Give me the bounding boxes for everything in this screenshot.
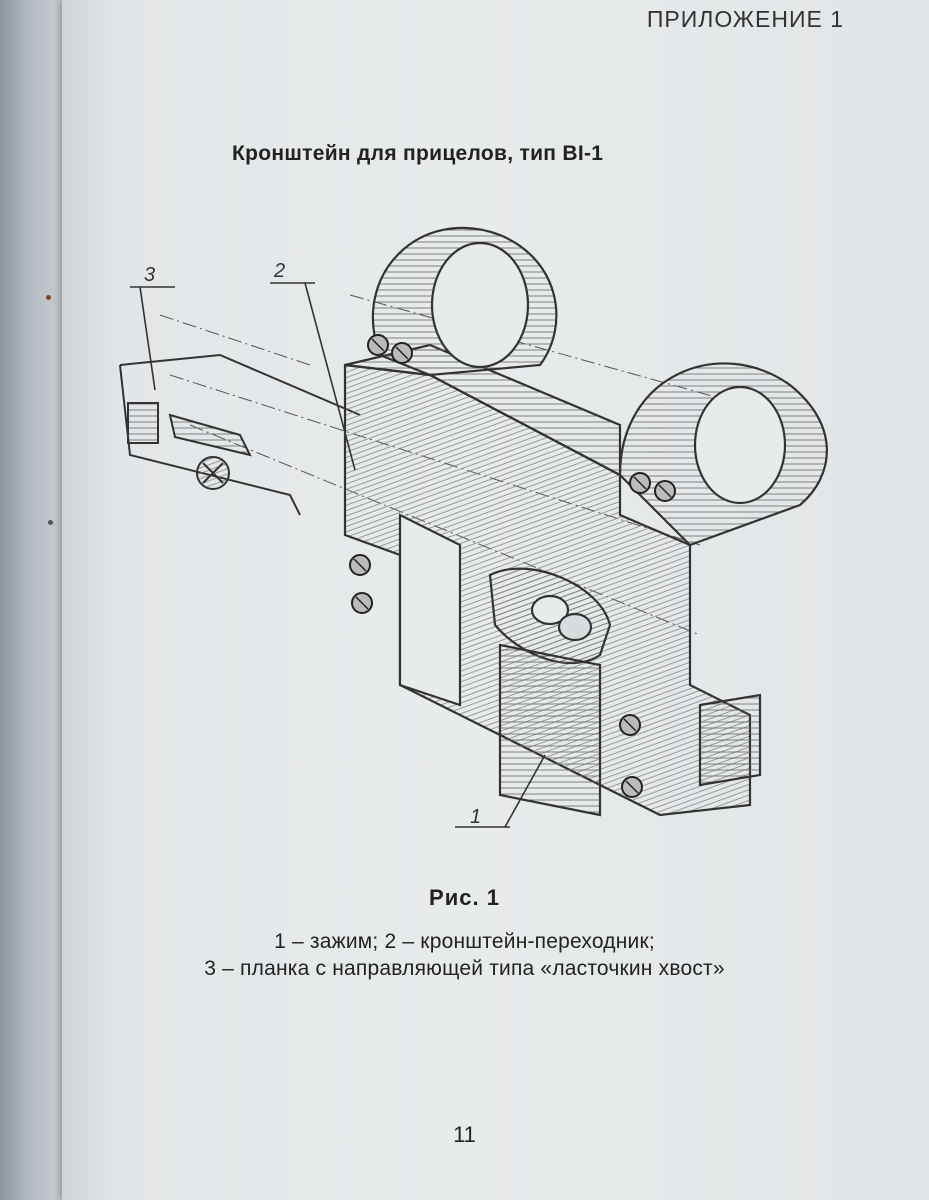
callout-2: 2 bbox=[273, 260, 285, 282]
binder-mark bbox=[46, 295, 51, 300]
document-title: Кронштейн для прицелов, тип BI-1 bbox=[232, 142, 604, 165]
callout-1: 1 bbox=[470, 806, 481, 828]
callout-3: 3 bbox=[144, 264, 155, 286]
appendix-header: ПРИЛОЖЕНИЕ 1 bbox=[646, 6, 844, 32]
binder-mark bbox=[48, 520, 53, 525]
figure-legend-line: 1 – зажим; 2 – кронштейн-переходник; bbox=[274, 930, 655, 953]
figure-caption: Рис. 1 bbox=[429, 885, 500, 910]
page-number: 11 bbox=[453, 1122, 476, 1147]
mount-drawing: 3 2 1 bbox=[119, 226, 828, 828]
figure-legend-line: 3 – планка с направляющей типа «ласточки… bbox=[204, 957, 725, 980]
